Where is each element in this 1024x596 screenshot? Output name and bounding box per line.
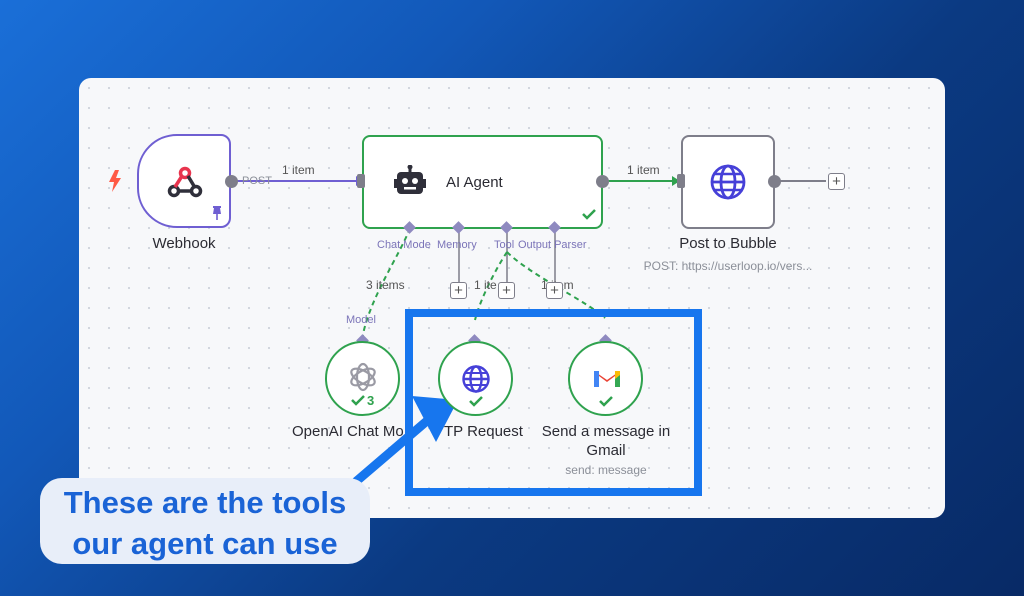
callout-arrow-shaft bbox=[347, 415, 433, 490]
add-output-parser-button[interactable]: + bbox=[546, 282, 563, 299]
tool-port-label: Tool bbox=[494, 239, 515, 251]
globe-icon bbox=[710, 164, 746, 200]
pin-icon bbox=[213, 206, 221, 220]
add-memory-button[interactable]: + bbox=[450, 282, 467, 299]
bubble-input-port[interactable] bbox=[677, 174, 685, 188]
model-connection[interactable] bbox=[361, 227, 411, 341]
openai-node-title: OpenAI Chat Mo bbox=[292, 423, 404, 440]
callout-arrow-head bbox=[412, 396, 458, 442]
http-request-title: TP Request bbox=[444, 423, 523, 440]
http-request-node[interactable] bbox=[438, 341, 513, 416]
ai-agent-node[interactable]: AI Agent bbox=[362, 135, 603, 229]
webhook-node[interactable] bbox=[137, 134, 231, 228]
tool-item-count: 1 ite bbox=[474, 278, 497, 292]
post-to-bubble-title: Post to Bubble bbox=[679, 235, 777, 252]
gmail-icon bbox=[594, 371, 620, 387]
webhook-method-label: POST bbox=[242, 175, 272, 187]
webhook-output-port[interactable] bbox=[225, 175, 238, 188]
model-port-label: Model bbox=[346, 314, 376, 326]
webhook-node-title: Webhook bbox=[152, 235, 216, 252]
gmail-node[interactable] bbox=[568, 341, 643, 416]
success-check-icon bbox=[599, 396, 613, 407]
gmail-node-title-line2: Gmail bbox=[586, 442, 626, 459]
webhook-icon bbox=[167, 166, 203, 198]
memory-port-label: Memory bbox=[437, 239, 477, 251]
add-next-node-button[interactable]: + bbox=[828, 173, 845, 190]
callout-line-1: These are the tools bbox=[63, 485, 347, 520]
model-items-count: 3 items bbox=[366, 278, 405, 292]
post-to-bubble-node[interactable] bbox=[681, 135, 775, 229]
callout-line-2: our agent can use bbox=[72, 526, 338, 561]
output-parser-port-label: Output Parser bbox=[518, 239, 587, 251]
tools-callout: These are the tools our agent can use bbox=[40, 478, 370, 564]
arrow-head bbox=[672, 176, 680, 186]
ai-agent-title: AI Agent bbox=[446, 174, 503, 191]
success-check-icon bbox=[582, 209, 596, 220]
success-check-icon bbox=[351, 395, 365, 406]
ai-agent-output-port[interactable] bbox=[596, 175, 609, 188]
post-to-bubble-subtitle: POST: https://userloop.io/vers... bbox=[643, 259, 813, 273]
bubble-output-port[interactable] bbox=[768, 175, 781, 188]
add-tool-button[interactable]: + bbox=[498, 282, 515, 299]
connection-item-count: 1 item bbox=[282, 163, 315, 177]
openai-chat-model-node[interactable]: 3 bbox=[325, 341, 400, 416]
openai-icon bbox=[350, 362, 376, 392]
trigger-bolt-icon bbox=[109, 170, 121, 192]
connection-item-count: 1 item bbox=[627, 163, 660, 177]
ai-agent-input-port[interactable] bbox=[357, 174, 365, 188]
tool-http-connection[interactable] bbox=[474, 251, 508, 321]
globe-icon bbox=[462, 365, 490, 393]
chat-model-port-label: Chat Mode bbox=[377, 239, 431, 251]
gmail-node-subtitle: send: message bbox=[565, 463, 647, 477]
success-check-icon bbox=[469, 396, 483, 407]
run-count-badge: 3 bbox=[367, 393, 375, 408]
gmail-node-title: Send a message in bbox=[541, 423, 671, 440]
robot-icon bbox=[394, 165, 426, 194]
tools-highlight-box bbox=[405, 309, 702, 496]
